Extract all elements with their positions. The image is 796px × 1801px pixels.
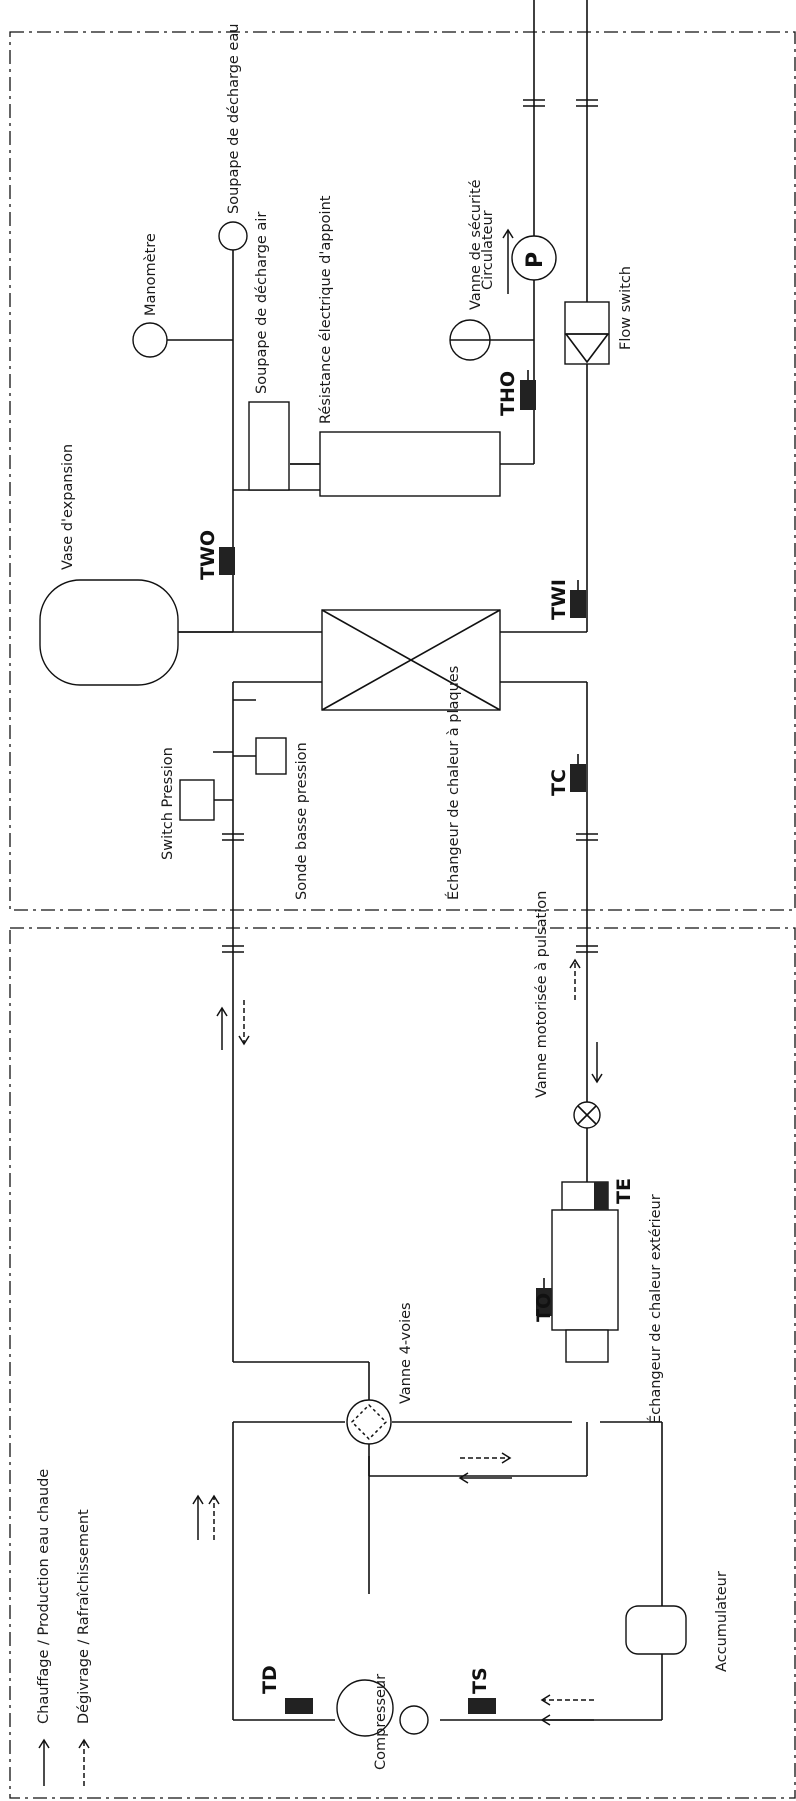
pipes (150, 0, 663, 1721)
sensor-twi: TWI (548, 579, 586, 620)
air-relief-valve (248, 401, 290, 491)
sonde-basse-pression-label: Sonde basse pression (294, 742, 310, 900)
manometer-gauge (132, 322, 168, 358)
legend: Chauffage / Production eau chaude Dégivr… (36, 1469, 92, 1786)
outdoor-heat-exchanger-cap-bottom (565, 1329, 609, 1363)
svg-text:TS: TS (469, 1667, 491, 1694)
outdoor-heat-exchanger (551, 1209, 619, 1331)
sensor-to: TO (533, 1278, 555, 1322)
accumulateur-label: Accumulateur (714, 1571, 730, 1672)
accumulator (625, 1605, 687, 1655)
svg-text:TC: TC (548, 769, 570, 796)
svg-text:THO: THO (497, 371, 519, 416)
compressor-suction (399, 1705, 429, 1735)
sensor-td: TD (259, 1665, 313, 1714)
vase-expansion-label: Vase d'expansion (60, 444, 76, 570)
svg-text:TWO: TWO (197, 530, 219, 580)
echangeur-exterieur-label: Échangeur de chaleur extérieur (647, 1194, 664, 1424)
outdoor-unit-boundary (9, 927, 796, 1799)
sensor-te: TE (594, 1178, 635, 1210)
svg-text:TE: TE (613, 1178, 635, 1204)
four-way-valve (346, 1399, 392, 1445)
indoor-unit-boundary (9, 31, 796, 911)
echangeur-plaques-label: Échangeur de chaleur à plaques (445, 666, 462, 900)
pressure-switch (179, 779, 215, 821)
compresseur-label: Compresseur (373, 1674, 389, 1770)
svg-text:TWI: TWI (548, 579, 570, 620)
flow-switch-label: Flow switch (618, 266, 634, 350)
legend-dashed-label: Dégivrage / Rafraîchissement (76, 1509, 92, 1724)
water-relief-valve (218, 221, 248, 251)
flow-switch (564, 301, 610, 365)
expansion-vessel (39, 579, 179, 686)
sensor-two: TWO (197, 530, 235, 580)
switch-pression-label: Switch Pression (160, 747, 176, 860)
vanne-securite-label: Vanne de sécurité (468, 179, 484, 310)
svg-text:TD: TD (259, 1665, 281, 1694)
circulateur-label: Circulateur (480, 210, 496, 290)
vanne-motorisee-label: Vanne motorisée à pulsation (534, 891, 550, 1098)
backup-resistance (319, 431, 501, 497)
circulator-pump (511, 235, 557, 281)
legend-solid-label: Chauffage / Production eau chaude (36, 1469, 52, 1724)
sensor-tc: TC (548, 754, 586, 796)
flow-arrows (192, 958, 603, 1726)
vanne-4-voies-label: Vanne 4-voies (398, 1302, 414, 1404)
manometre-label: Manomètre (143, 233, 159, 316)
soupape-eau-label: Soupape de décharge eau (226, 24, 242, 214)
sensor-ts: TS (468, 1667, 496, 1714)
sensor-tho: THO (497, 370, 536, 416)
compressor (336, 1679, 394, 1737)
pipe-couplings (222, 99, 598, 953)
pump-symbol: P (523, 252, 548, 268)
svg-text:TO: TO (533, 1293, 555, 1322)
soupape-air-label: Soupape de décharge air (254, 212, 270, 394)
resistance-label: Résistance électrique d'appoint (318, 195, 334, 424)
low-pressure-sensor (255, 737, 287, 775)
